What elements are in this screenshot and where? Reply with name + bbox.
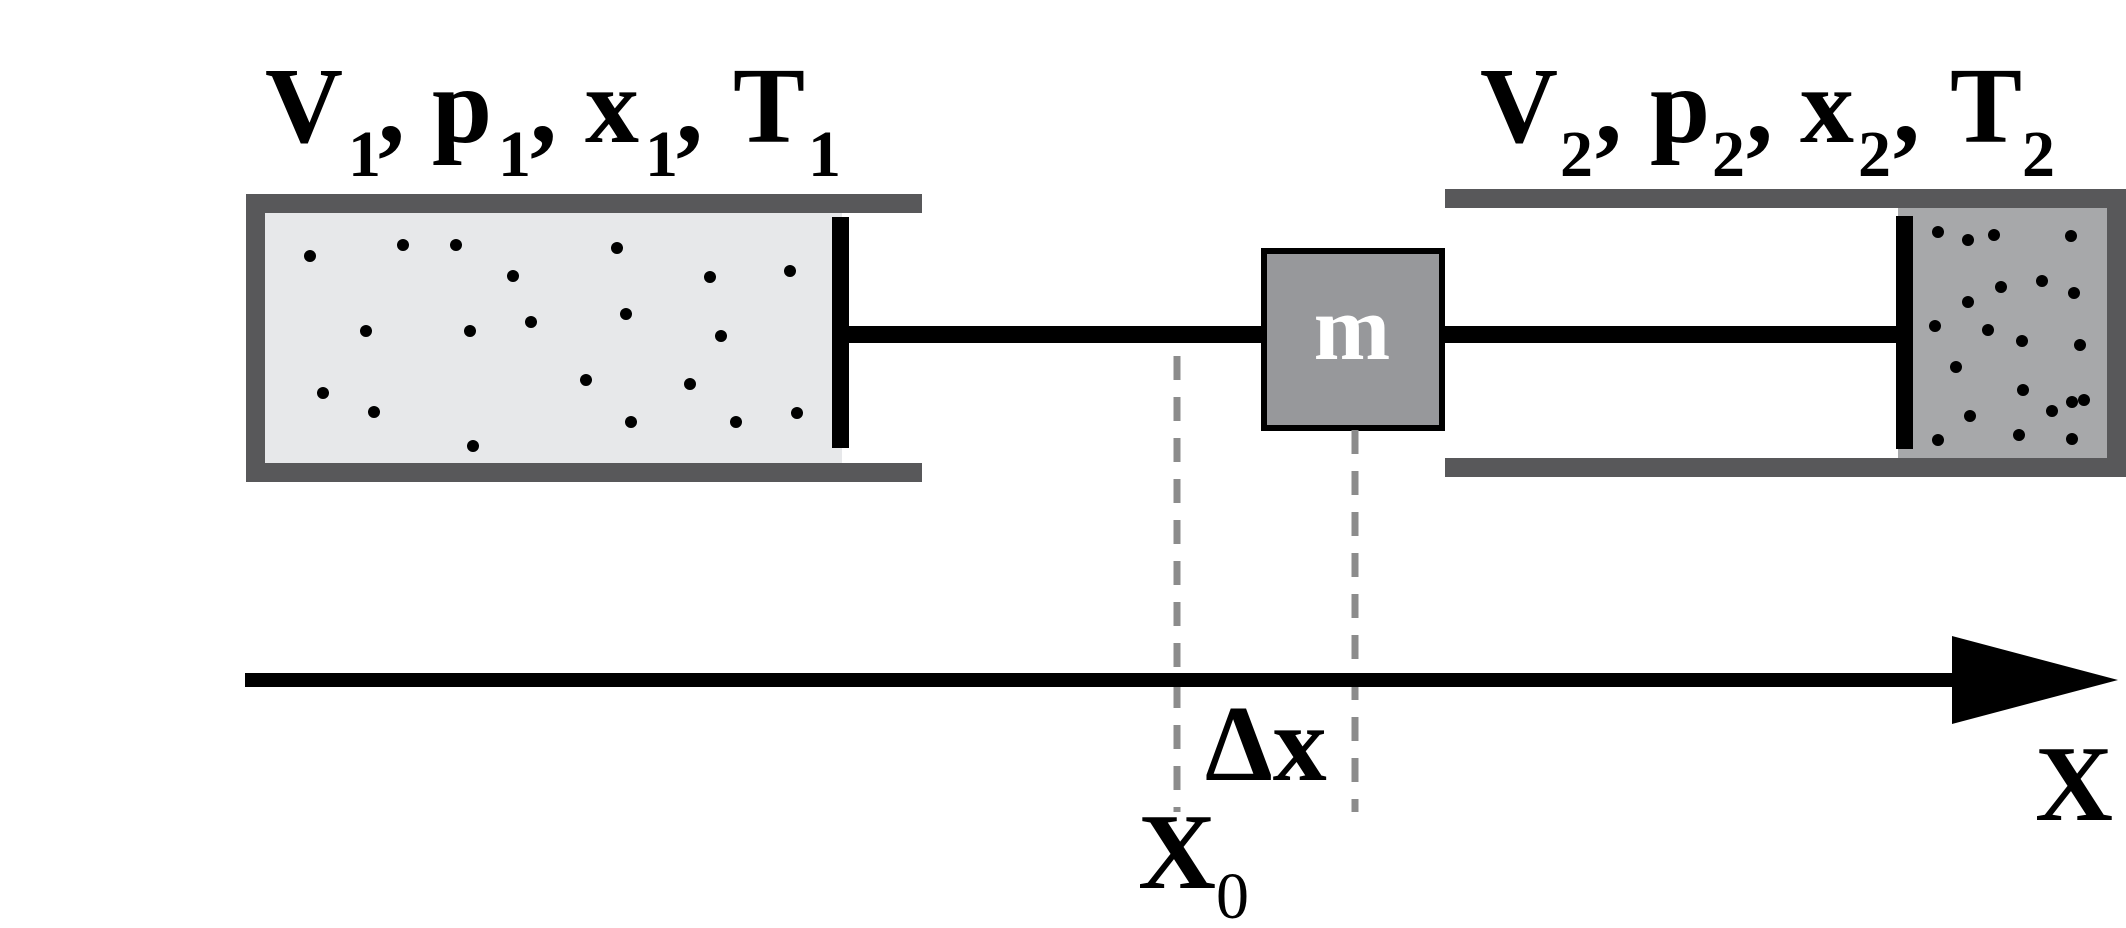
right-chamber bbox=[1445, 189, 2126, 477]
left-sep-2: , bbox=[530, 47, 557, 166]
gas-particle bbox=[2017, 384, 2029, 396]
right-cylinder-top-wall bbox=[1445, 189, 2126, 208]
origin-label-subscript: 0 bbox=[1216, 860, 1249, 928]
gas-particle bbox=[368, 406, 380, 418]
gas-particle bbox=[525, 316, 537, 328]
right-gas-region bbox=[1898, 207, 2108, 460]
gas-particle bbox=[450, 239, 462, 251]
gas-particle bbox=[2013, 429, 2025, 441]
left-piston-rod bbox=[845, 326, 1263, 343]
origin-label: X 0 bbox=[1138, 793, 1249, 928]
gas-particle bbox=[507, 270, 519, 282]
right-piston-plate bbox=[1896, 216, 1913, 449]
gas-particle bbox=[611, 242, 623, 254]
gas-particle bbox=[625, 416, 637, 428]
gas-particle bbox=[730, 416, 742, 428]
mass-label: m bbox=[1314, 277, 1391, 379]
right-label-t-sub: 2 bbox=[2022, 118, 2055, 191]
left-sep-1: , bbox=[378, 47, 405, 166]
right-sep-3: , bbox=[1893, 47, 1920, 166]
gas-particle bbox=[2066, 396, 2078, 408]
left-label-x: x bbox=[585, 47, 639, 166]
left-gas-region bbox=[257, 207, 842, 465]
gas-particle bbox=[1950, 361, 1962, 373]
gas-particle bbox=[580, 374, 592, 386]
mass-block: m bbox=[1261, 248, 1445, 431]
gas-particle bbox=[304, 250, 316, 262]
right-label-x: x bbox=[1800, 47, 1854, 166]
gas-particle bbox=[2078, 394, 2090, 406]
right-label-x-sub: 2 bbox=[1858, 118, 1891, 191]
left-label-p-sub: 1 bbox=[498, 118, 531, 191]
gas-particle bbox=[2016, 335, 2028, 347]
right-cylinder-bottom-wall bbox=[1445, 458, 2126, 477]
right-gas-particles bbox=[1929, 226, 2090, 446]
gas-particle bbox=[2074, 339, 2086, 351]
gas-particle bbox=[1932, 226, 1944, 238]
gas-particle bbox=[464, 325, 476, 337]
x-axis-label: X bbox=[2035, 725, 2113, 844]
gas-particle bbox=[467, 440, 479, 452]
gas-particle bbox=[1995, 281, 2007, 293]
left-label-v-sub: 1 bbox=[348, 118, 381, 191]
gas-particle bbox=[784, 265, 796, 277]
left-sep-3: , bbox=[676, 47, 703, 166]
gas-particle bbox=[2068, 287, 2080, 299]
left-cylinder-top-wall bbox=[246, 194, 922, 213]
left-state-labels: V 1 , p 1 , x 1 , T 1 bbox=[265, 47, 841, 191]
left-label-p: p bbox=[432, 47, 492, 166]
gas-particle bbox=[791, 407, 803, 419]
left-gas-particles bbox=[304, 239, 803, 452]
gas-particle bbox=[360, 325, 372, 337]
left-label-v: V bbox=[265, 47, 343, 166]
origin-label-main: X bbox=[1138, 793, 1216, 912]
gas-particle bbox=[1964, 410, 1976, 422]
right-label-t: T bbox=[1950, 47, 2022, 166]
left-piston-plate bbox=[832, 217, 849, 448]
x-axis: X bbox=[245, 636, 2118, 844]
left-chamber bbox=[246, 194, 922, 482]
left-label-t: T bbox=[733, 47, 805, 166]
x-axis-line bbox=[245, 673, 1955, 687]
right-label-p: p bbox=[1650, 47, 1710, 166]
gas-particle bbox=[2036, 275, 2048, 287]
gas-particle bbox=[684, 378, 696, 390]
gas-particle bbox=[1962, 296, 1974, 308]
right-cylinder-end-wall bbox=[2107, 189, 2126, 477]
gas-particle bbox=[2046, 405, 2058, 417]
gas-particle bbox=[1962, 234, 1974, 246]
left-cylinder-end-wall bbox=[246, 194, 265, 482]
right-label-v: V bbox=[1480, 47, 1558, 166]
gas-particle bbox=[317, 387, 329, 399]
gas-particle bbox=[1932, 434, 1944, 446]
gas-particle bbox=[704, 271, 716, 283]
right-sep-2: , bbox=[1746, 47, 1773, 166]
right-state-labels: V 2 , p 2 , x 2 , T 2 bbox=[1480, 47, 2055, 191]
gas-particle bbox=[2066, 433, 2078, 445]
left-cylinder-bottom-wall bbox=[246, 463, 922, 482]
right-label-v-sub: 2 bbox=[1560, 118, 1593, 191]
left-label-x-sub: 1 bbox=[645, 118, 678, 191]
mass-box bbox=[1261, 248, 1445, 431]
gas-particle bbox=[715, 330, 727, 342]
right-piston-rod bbox=[1443, 326, 1899, 343]
x-axis-arrowhead bbox=[1952, 636, 2118, 724]
displacement-label: Δx bbox=[1205, 685, 1327, 804]
gas-particle bbox=[1988, 229, 2000, 241]
gas-particle bbox=[397, 239, 409, 251]
right-sep-1: , bbox=[1595, 47, 1622, 166]
gas-particle bbox=[2065, 230, 2077, 242]
right-label-p-sub: 2 bbox=[1712, 118, 1745, 191]
gas-particle bbox=[620, 308, 632, 320]
gas-particle bbox=[1982, 324, 1994, 336]
left-label-t-sub: 1 bbox=[808, 118, 841, 191]
gas-particle bbox=[1929, 320, 1941, 332]
